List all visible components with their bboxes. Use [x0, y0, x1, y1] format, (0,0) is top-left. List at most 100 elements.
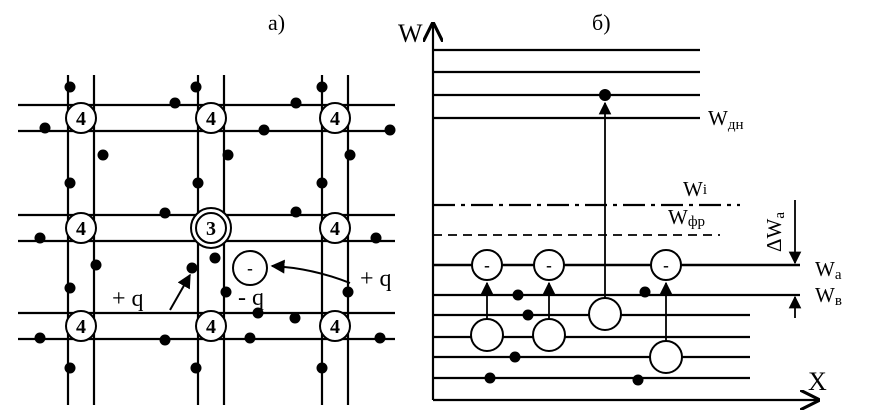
- intrinsic-level-label-sub: i: [703, 182, 707, 198]
- electron: [512, 289, 524, 301]
- electron: [316, 362, 328, 374]
- charge-arrows: [169, 259, 351, 311]
- electron: [190, 81, 202, 93]
- host-atom: [65, 310, 97, 342]
- acceptor-atom: 3: [190, 207, 232, 249]
- host-atom: [319, 212, 351, 244]
- host-atom: [65, 212, 97, 244]
- arrow-to-ion: [270, 259, 351, 284]
- holes: [470, 297, 683, 374]
- electron: [64, 282, 76, 294]
- conduction-bottom-label: Wдн: [708, 106, 744, 133]
- electron: [384, 124, 396, 136]
- host-atom-label: 4: [330, 218, 340, 240]
- electron: [290, 206, 302, 218]
- electron: [342, 286, 354, 298]
- electron: [316, 177, 328, 189]
- electron: [159, 334, 171, 346]
- hole: [470, 318, 504, 352]
- acceptor-atom-inner: [195, 212, 227, 244]
- energy-axis-label: W: [398, 19, 423, 48]
- electron: [370, 232, 382, 244]
- electron: [344, 149, 356, 161]
- transition-arrows: [480, 101, 673, 345]
- arrow-to-hole: [169, 273, 191, 311]
- electron: [639, 286, 651, 298]
- electron: [374, 332, 386, 344]
- electron: [34, 332, 46, 344]
- excited-electron: [599, 89, 611, 101]
- host-atom: [195, 102, 227, 134]
- ionized-acceptor-sign: -: [484, 256, 490, 275]
- electron: [159, 207, 171, 219]
- electron: [632, 374, 644, 386]
- electron: [64, 81, 76, 93]
- negative-ion-circle: [232, 250, 268, 286]
- delta-acceptor-label: ΔWa: [762, 212, 788, 252]
- ionized-acceptor-sign: -: [663, 256, 669, 275]
- electron: [484, 372, 496, 384]
- electron: [169, 97, 181, 109]
- conduction-band: [433, 48, 700, 120]
- negative-ion-sign: -: [247, 259, 253, 278]
- electron: [290, 97, 302, 109]
- host-atom: [319, 102, 351, 134]
- acceptor-level-label-main: W: [815, 257, 835, 281]
- ionized-acceptor: [533, 249, 565, 281]
- host-atom-label: 4: [330, 316, 340, 338]
- fermi-level-label-main: W: [668, 205, 688, 229]
- hole: [532, 318, 566, 352]
- electron: [209, 252, 221, 264]
- hole: [649, 340, 683, 374]
- acceptor-level-label-sub: a: [835, 267, 842, 283]
- electron: [509, 351, 521, 363]
- host-atom-label: 4: [76, 316, 86, 338]
- delta-acceptor-label-main: ΔW: [762, 218, 786, 252]
- acceptor-atom-label: 3: [206, 218, 216, 240]
- electron: [64, 362, 76, 374]
- valence-top-label-sub: в: [835, 293, 842, 309]
- host-atom: [319, 310, 351, 342]
- coordinate-axis-label: X: [808, 367, 827, 396]
- host-atom-label: 4: [76, 218, 86, 240]
- host-atom-label: 4: [206, 316, 216, 338]
- electron: [258, 124, 270, 136]
- bond-electrons: [34, 81, 396, 374]
- valence-top-label: Wв: [815, 283, 842, 309]
- electron: [34, 232, 46, 244]
- electron: [220, 286, 232, 298]
- plus-q-right-label: + q: [360, 266, 392, 292]
- plus-q-left-label: + q: [112, 286, 144, 312]
- fermi-level-label-sub: фр: [688, 214, 705, 230]
- conduction-bottom-label-sub: дн: [728, 117, 744, 133]
- valence-top-label-main: W: [815, 283, 835, 307]
- electron: [316, 81, 328, 93]
- ionized-acceptor: [650, 249, 682, 281]
- ionized-acceptors: - - -: [471, 249, 682, 281]
- intrinsic-level-label: Wi: [683, 177, 707, 201]
- charge-labels: + q - q + q: [112, 266, 392, 312]
- intrinsic-level-label-main: W: [683, 177, 703, 201]
- hole: [588, 297, 622, 331]
- ionized-acceptor: [471, 249, 503, 281]
- ionized-acceptor-sign: -: [546, 256, 552, 275]
- electron: [97, 149, 109, 161]
- host-atom: [65, 102, 97, 134]
- negative-ion: -: [232, 250, 268, 286]
- electron: [252, 307, 264, 319]
- host-atom-label: 4: [330, 108, 340, 130]
- electron: [289, 312, 301, 324]
- electron: [192, 177, 204, 189]
- minus-q-label: - q: [238, 285, 264, 311]
- electron: [39, 122, 51, 134]
- electron: [186, 262, 198, 274]
- electron: [222, 149, 234, 161]
- host-atom-label: 4: [206, 108, 216, 130]
- host-atom-label: 4: [76, 108, 86, 130]
- acceptor-level-label: Wa: [815, 257, 842, 283]
- delta-acceptor-label-sub: a: [772, 212, 788, 219]
- host-atom: [195, 310, 227, 342]
- host-atoms: [65, 102, 351, 342]
- electron: [90, 259, 102, 271]
